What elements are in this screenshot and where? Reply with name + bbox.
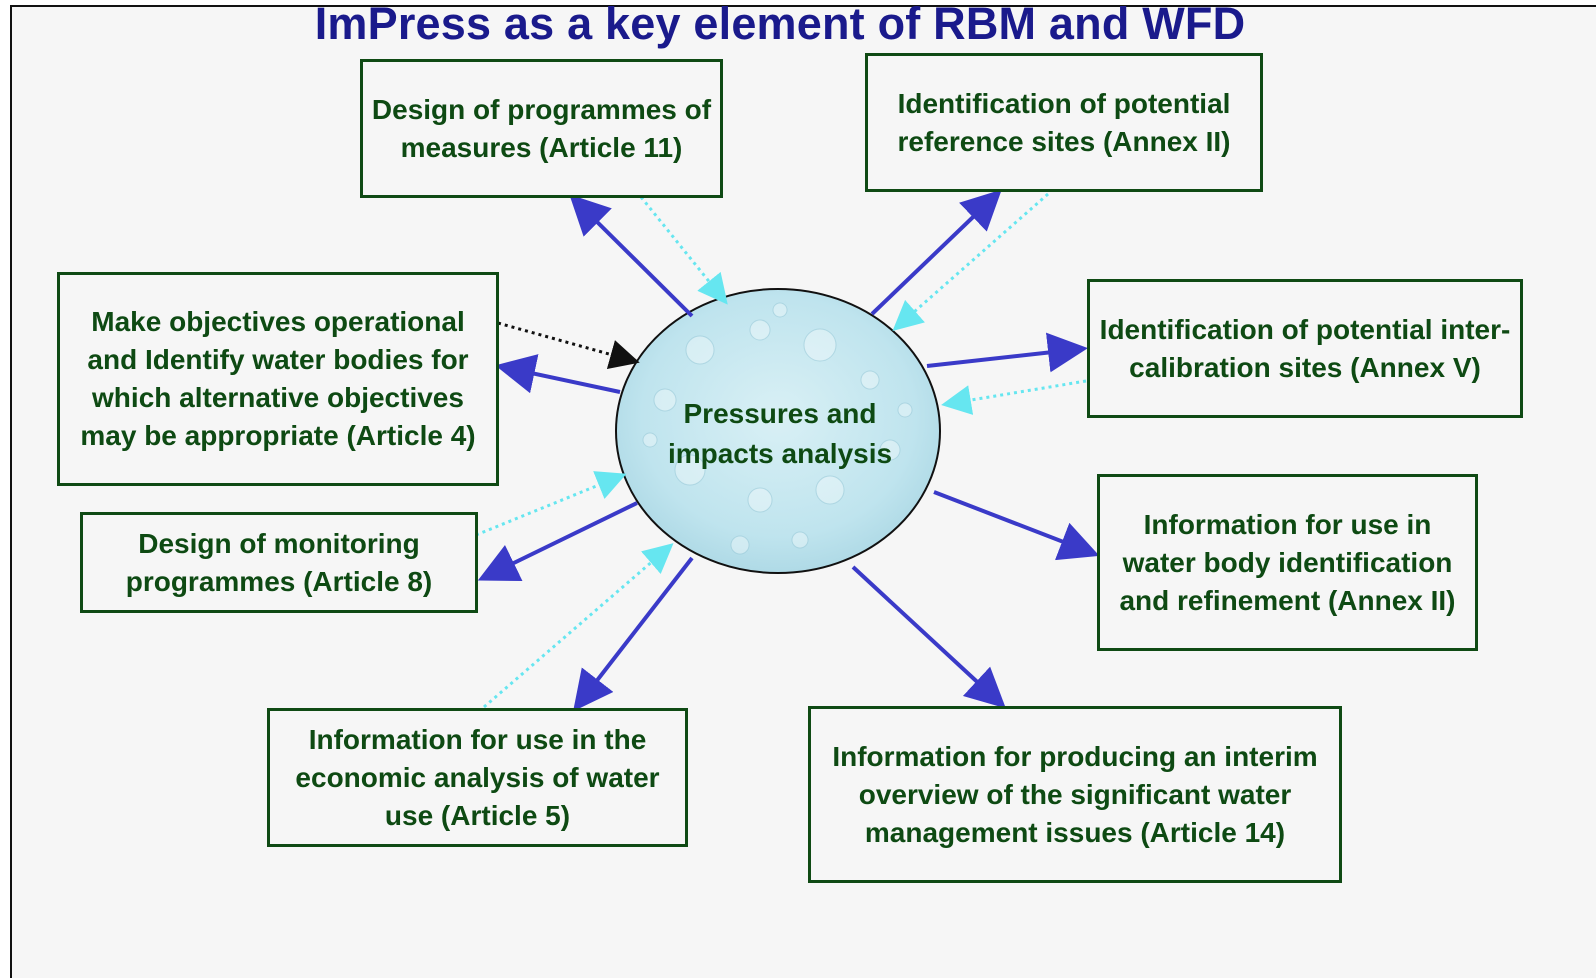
box-economic-analysis: Information for use in the economic anal… <box>267 708 688 847</box>
dotted-arrow-from-objectives <box>497 321 640 369</box>
dotted-arrow-from-intercalibration <box>941 379 1087 415</box>
center-label: Pressures and impacts analysis <box>667 398 893 469</box>
dotted-arrow-from-economic <box>483 543 674 709</box>
box-programmes-of-measures-label: Design of programmes of measures (Articl… <box>371 93 712 163</box>
center-circle <box>615 288 941 574</box>
arrow-to-monitoring <box>477 501 638 581</box>
box-economic-analysis-label: Information for use in the economic anal… <box>295 723 660 831</box>
arrow-to-overview <box>851 565 1006 709</box>
dotted-arrow-from-monitoring <box>475 471 627 537</box>
box-monitoring-programmes: Design of monitoring programmes (Article… <box>80 512 478 613</box>
arrow-to-reference-sites <box>870 189 1002 316</box>
arrow-to-intercalibration <box>926 332 1088 373</box>
box-objectives: Make objectives operational and Identify… <box>57 272 499 486</box>
page-title: ImPress as a key element of RBM and WFD <box>314 0 1246 49</box>
box-reference-sites-label: Identification of potential reference si… <box>897 87 1231 157</box>
arrow-to-economic <box>573 556 694 712</box>
box-intercalibration-sites: Identification of potential inter-calibr… <box>1087 279 1523 418</box>
box-water-body-identification-label: Information for use in water body identi… <box>1119 508 1456 616</box>
box-objectives-label: Make objectives operational and Identify… <box>80 306 476 451</box>
water-droplets-texture <box>642 302 913 555</box>
dotted-arrow-from-measures <box>639 196 728 305</box>
box-water-body-identification: Information for use in water body identi… <box>1097 474 1478 651</box>
arrow-to-objectives <box>495 354 621 394</box>
arrow-to-measures <box>569 194 694 318</box>
box-interim-overview: Information for producing an interim ove… <box>808 706 1342 883</box>
dotted-arrow-from-reference-sites <box>892 192 1049 331</box>
box-intercalibration-sites-label: Identification of potential inter-calibr… <box>1099 313 1511 383</box>
arrow-to-water-body <box>933 490 1100 561</box>
box-interim-overview-label: Information for producing an interim ove… <box>832 740 1318 848</box>
box-programmes-of-measures: Design of programmes of measures (Articl… <box>360 59 723 198</box>
box-reference-sites: Identification of potential reference si… <box>865 53 1263 192</box>
box-monitoring-programmes-label: Design of monitoring programmes (Article… <box>125 527 433 597</box>
